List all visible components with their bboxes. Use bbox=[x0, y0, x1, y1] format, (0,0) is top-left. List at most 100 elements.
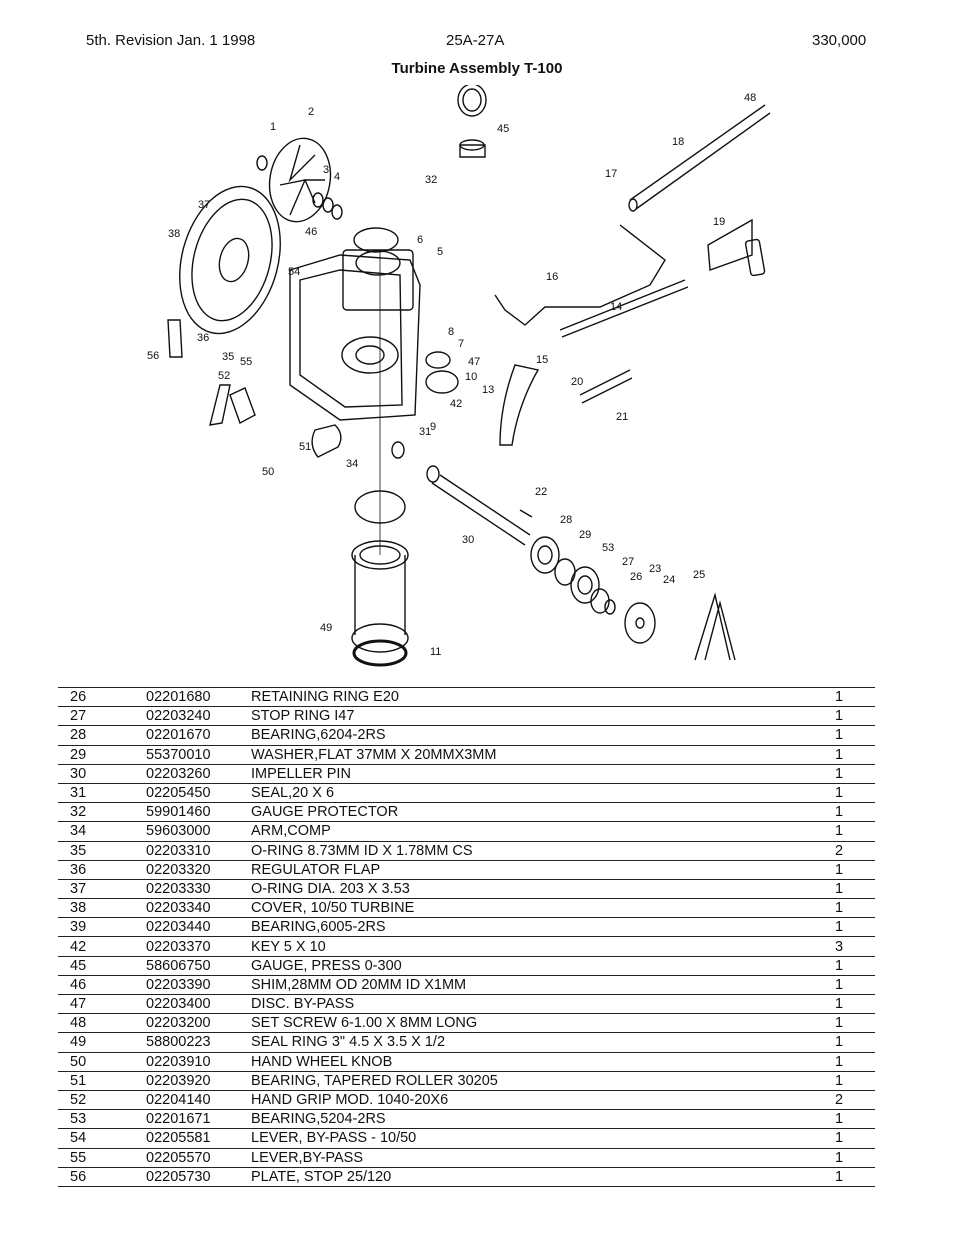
page-code: 330,000 bbox=[812, 32, 867, 49]
part-number: 02203240 bbox=[146, 706, 251, 726]
quantity: 2 bbox=[835, 1089, 875, 1110]
callout-label: 1 bbox=[270, 121, 276, 133]
callout-label: 31 bbox=[419, 426, 431, 438]
item-number: 30 bbox=[58, 763, 146, 784]
quantity: 1 bbox=[835, 1070, 875, 1091]
revision-date: 5th. Revision Jan. 1 1998 bbox=[86, 32, 256, 49]
callout-label: 17 bbox=[605, 168, 617, 180]
callout-label: 7 bbox=[458, 338, 464, 350]
quantity: 2 bbox=[835, 840, 875, 861]
item-number: 36 bbox=[58, 859, 146, 880]
quantity: 1 bbox=[835, 725, 875, 746]
part-description: O-RING DIA. 203 X 3.53 bbox=[251, 878, 835, 899]
callout-label: 29 bbox=[579, 529, 591, 541]
part-description: RETAINING RING E20 bbox=[251, 686, 835, 707]
callout-label: 3 bbox=[323, 164, 329, 176]
part-number: 59901460 bbox=[146, 802, 251, 822]
quantity: 1 bbox=[835, 955, 875, 976]
callout-label: 13 bbox=[482, 384, 494, 396]
callout-label: 36 bbox=[197, 332, 209, 344]
part-description: STOP RING I47 bbox=[251, 706, 835, 726]
part-description: BEARING, TAPERED ROLLER 30205 bbox=[251, 1070, 835, 1091]
quantity: 1 bbox=[835, 974, 875, 995]
quantity: 1 bbox=[835, 1032, 875, 1053]
callout-label: 53 bbox=[602, 542, 614, 554]
part-description: BEARING,6005-2RS bbox=[251, 917, 835, 937]
item-number: 26 bbox=[58, 686, 146, 707]
item-number: 42 bbox=[58, 936, 146, 957]
part-description: LEVER,BY-PASS bbox=[251, 1147, 835, 1168]
part-description: WASHER,FLAT 37MM X 20MMX3MM bbox=[251, 744, 835, 765]
part-number: 02204140 bbox=[146, 1089, 251, 1110]
callout-label: 50 bbox=[262, 466, 274, 478]
quantity: 1 bbox=[835, 898, 875, 918]
part-number: 55370010 bbox=[146, 744, 251, 765]
item-number: 29 bbox=[58, 744, 146, 765]
callout-label: 11 bbox=[430, 646, 441, 658]
part-description: GAUGE PROTECTOR bbox=[251, 802, 835, 822]
callout-label: 26 bbox=[630, 571, 642, 583]
callout-label: 25 bbox=[693, 569, 705, 581]
item-number: 45 bbox=[58, 955, 146, 976]
callout-label: 28 bbox=[560, 514, 572, 526]
part-number: 02203920 bbox=[146, 1070, 251, 1091]
callout-label: 24 bbox=[663, 574, 675, 586]
part-number: 02201670 bbox=[146, 725, 251, 746]
item-number: 48 bbox=[58, 1013, 146, 1033]
part-number: 02201680 bbox=[146, 686, 251, 707]
item-number: 38 bbox=[58, 898, 146, 918]
callout-label: 4 bbox=[334, 171, 340, 183]
part-description: SEAL,20 X 6 bbox=[251, 782, 835, 803]
quantity: 1 bbox=[835, 1166, 875, 1187]
callout-label: 22 bbox=[535, 486, 547, 498]
item-number: 34 bbox=[58, 821, 146, 841]
quantity: 1 bbox=[835, 706, 875, 726]
callout-label: 21 bbox=[616, 411, 628, 423]
item-number: 31 bbox=[58, 782, 146, 803]
part-number: 58606750 bbox=[146, 955, 251, 976]
quantity: 1 bbox=[835, 1128, 875, 1148]
item-number: 46 bbox=[58, 974, 146, 995]
part-description: DISC. BY-PASS bbox=[251, 993, 835, 1014]
callout-label: 30 bbox=[462, 534, 474, 546]
quantity: 1 bbox=[835, 1013, 875, 1033]
callout-label: 20 bbox=[571, 376, 583, 388]
callout-label: 6 bbox=[417, 234, 423, 246]
callout-label: 15 bbox=[536, 354, 548, 366]
part-number: 02203440 bbox=[146, 917, 251, 937]
callout-label: 51 bbox=[299, 441, 311, 453]
item-number: 35 bbox=[58, 840, 146, 861]
part-description: GAUGE, PRESS 0-300 bbox=[251, 955, 835, 976]
part-number: 02203400 bbox=[146, 993, 251, 1014]
part-number: 02203310 bbox=[146, 840, 251, 861]
part-number: 02203390 bbox=[146, 974, 251, 995]
item-number: 32 bbox=[58, 802, 146, 822]
part-description: LEVER, BY-PASS - 10/50 bbox=[251, 1128, 835, 1148]
quantity: 1 bbox=[835, 782, 875, 803]
part-description: SEAL RING 3" 4.5 X 3.5 X 1/2 bbox=[251, 1032, 835, 1053]
part-description: ARM,COMP bbox=[251, 821, 835, 841]
part-description: REGULATOR FLAP bbox=[251, 859, 835, 880]
item-number: 27 bbox=[58, 706, 146, 726]
part-description: SET SCREW 6-1.00 X 8MM LONG bbox=[251, 1013, 835, 1033]
quantity: 1 bbox=[835, 802, 875, 822]
